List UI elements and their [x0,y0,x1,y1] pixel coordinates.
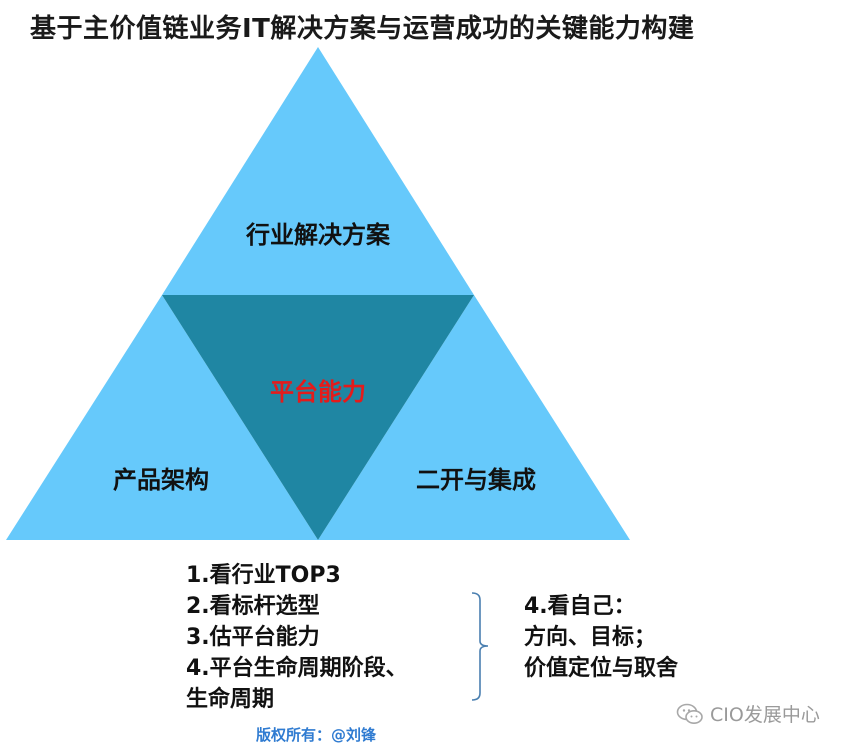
wechat-icon [676,702,704,726]
watermark-text: CIO发展中心 [710,704,820,726]
right-brace [471,592,489,701]
self-review-block: 4.看自己： 方向、目标； 价值定位与取舍 [524,591,678,684]
label-customization-integration: 二开与集成 [416,466,536,494]
self-review-line: 4.看自己： [524,594,636,619]
step-item: 1.看行业TOP3 [186,563,341,588]
watermark: CIO发展中心 [676,700,820,727]
triangle-left [6,295,318,540]
analysis-steps-list: 1.看行业TOP3 2.看标杆选型 3.估平台能力 4.平台生命周期阶段、 生命… [186,560,408,715]
self-review-line: 价值定位与取舍 [524,656,679,681]
triangle-top [162,47,474,295]
label-platform-capability: 平台能力 [270,378,366,406]
self-review-line: 方向、目标； [524,625,657,650]
copyright-text: 版权所有：@刘锋 [256,726,377,744]
label-industry-solution: 行业解决方案 [245,221,391,249]
triangle-right [318,295,630,540]
label-product-architecture: 产品架构 [113,466,209,494]
step-item: 4.平台生命周期阶段、 [186,656,408,681]
step-item: 生命周期 [186,687,275,712]
step-item: 3.估平台能力 [186,625,320,650]
triangle-center [162,295,474,540]
page-title: 基于主价值链业务IT解决方案与运营成功的关键能力构建 [30,14,695,44]
step-item: 2.看标杆选型 [186,594,320,619]
